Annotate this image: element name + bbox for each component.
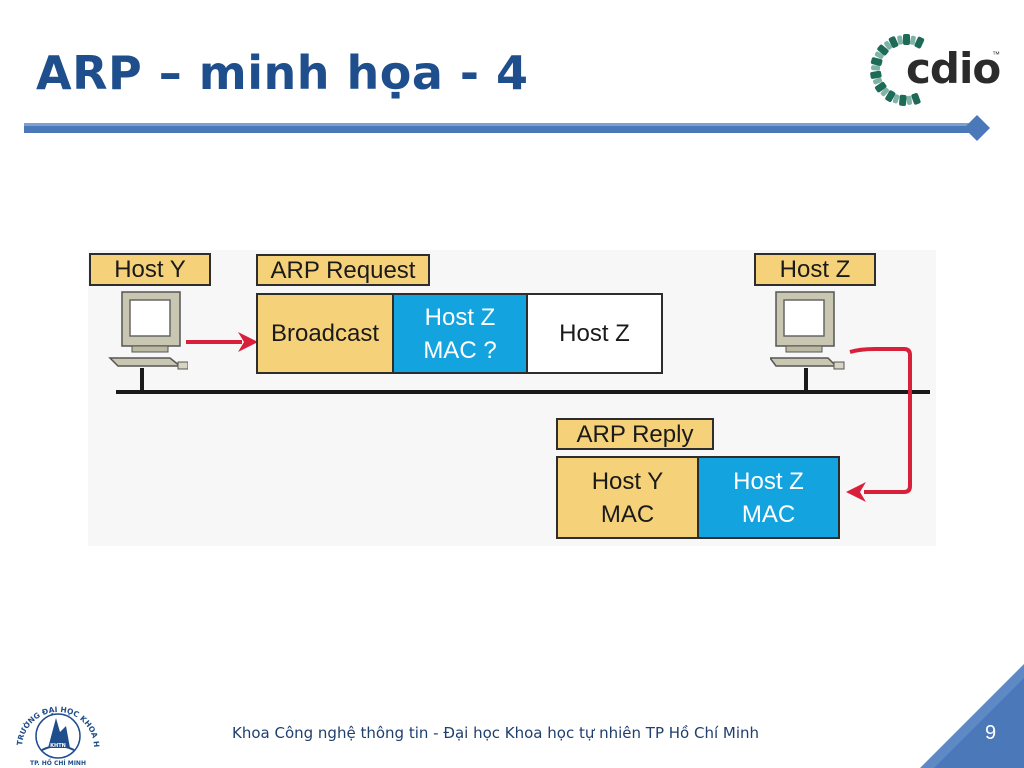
- host-y-mac-line1: Host Y: [591, 467, 664, 495]
- host-z-mac-line2: MAC: [741, 500, 796, 528]
- host-y-mac-line2: MAC: [600, 500, 655, 528]
- title-divider: [24, 115, 990, 141]
- university-logo-badge: KHTN: [50, 743, 66, 749]
- slide-title: ARP – minh họa - 4: [36, 46, 529, 100]
- host-y-mac-field: Host Y MAC: [556, 456, 699, 539]
- target-mac-line2: MAC ?: [423, 336, 497, 364]
- target-mac-line1: Host Z: [424, 303, 496, 331]
- page-corner-decoration: [920, 664, 1024, 768]
- cdio-logo-text: cdio: [906, 44, 1001, 93]
- page-number: 9: [985, 722, 997, 744]
- host-y-label: Host Y: [89, 253, 211, 286]
- arp-reply-label: ARP Reply: [556, 418, 714, 450]
- broadcast-field-text: Broadcast: [270, 320, 380, 347]
- cdio-ring-icon: [870, 34, 925, 106]
- target-host-text: Host Z: [559, 320, 630, 347]
- host-z-label: Host Z: [754, 253, 876, 286]
- target-mac-field: Host Z MAC ?: [392, 293, 528, 374]
- arp-request-label: ARP Request: [256, 254, 430, 286]
- cdio-logo: cdio ™: [866, 30, 1008, 110]
- university-logo-city: TP. HỒ CHÍ MINH: [30, 758, 86, 766]
- host-z-mac-line1: Host Z: [733, 467, 804, 495]
- host-y-computer-icon: [108, 291, 188, 370]
- host-z-computer-icon: [770, 291, 845, 370]
- host-z-mac-field: Host Z MAC: [697, 456, 840, 539]
- footer-text: Khoa Công nghệ thông tin - Đại học Khoa …: [232, 724, 760, 742]
- university-logo: TRƯỜNG ĐẠI HỌC KHOA HỌC TỰ NHIÊN KHTN TP…: [12, 690, 101, 766]
- broadcast-field: Broadcast: [256, 293, 394, 374]
- target-host-field: Host Z: [526, 293, 663, 374]
- cdio-trademark: ™: [992, 50, 1000, 59]
